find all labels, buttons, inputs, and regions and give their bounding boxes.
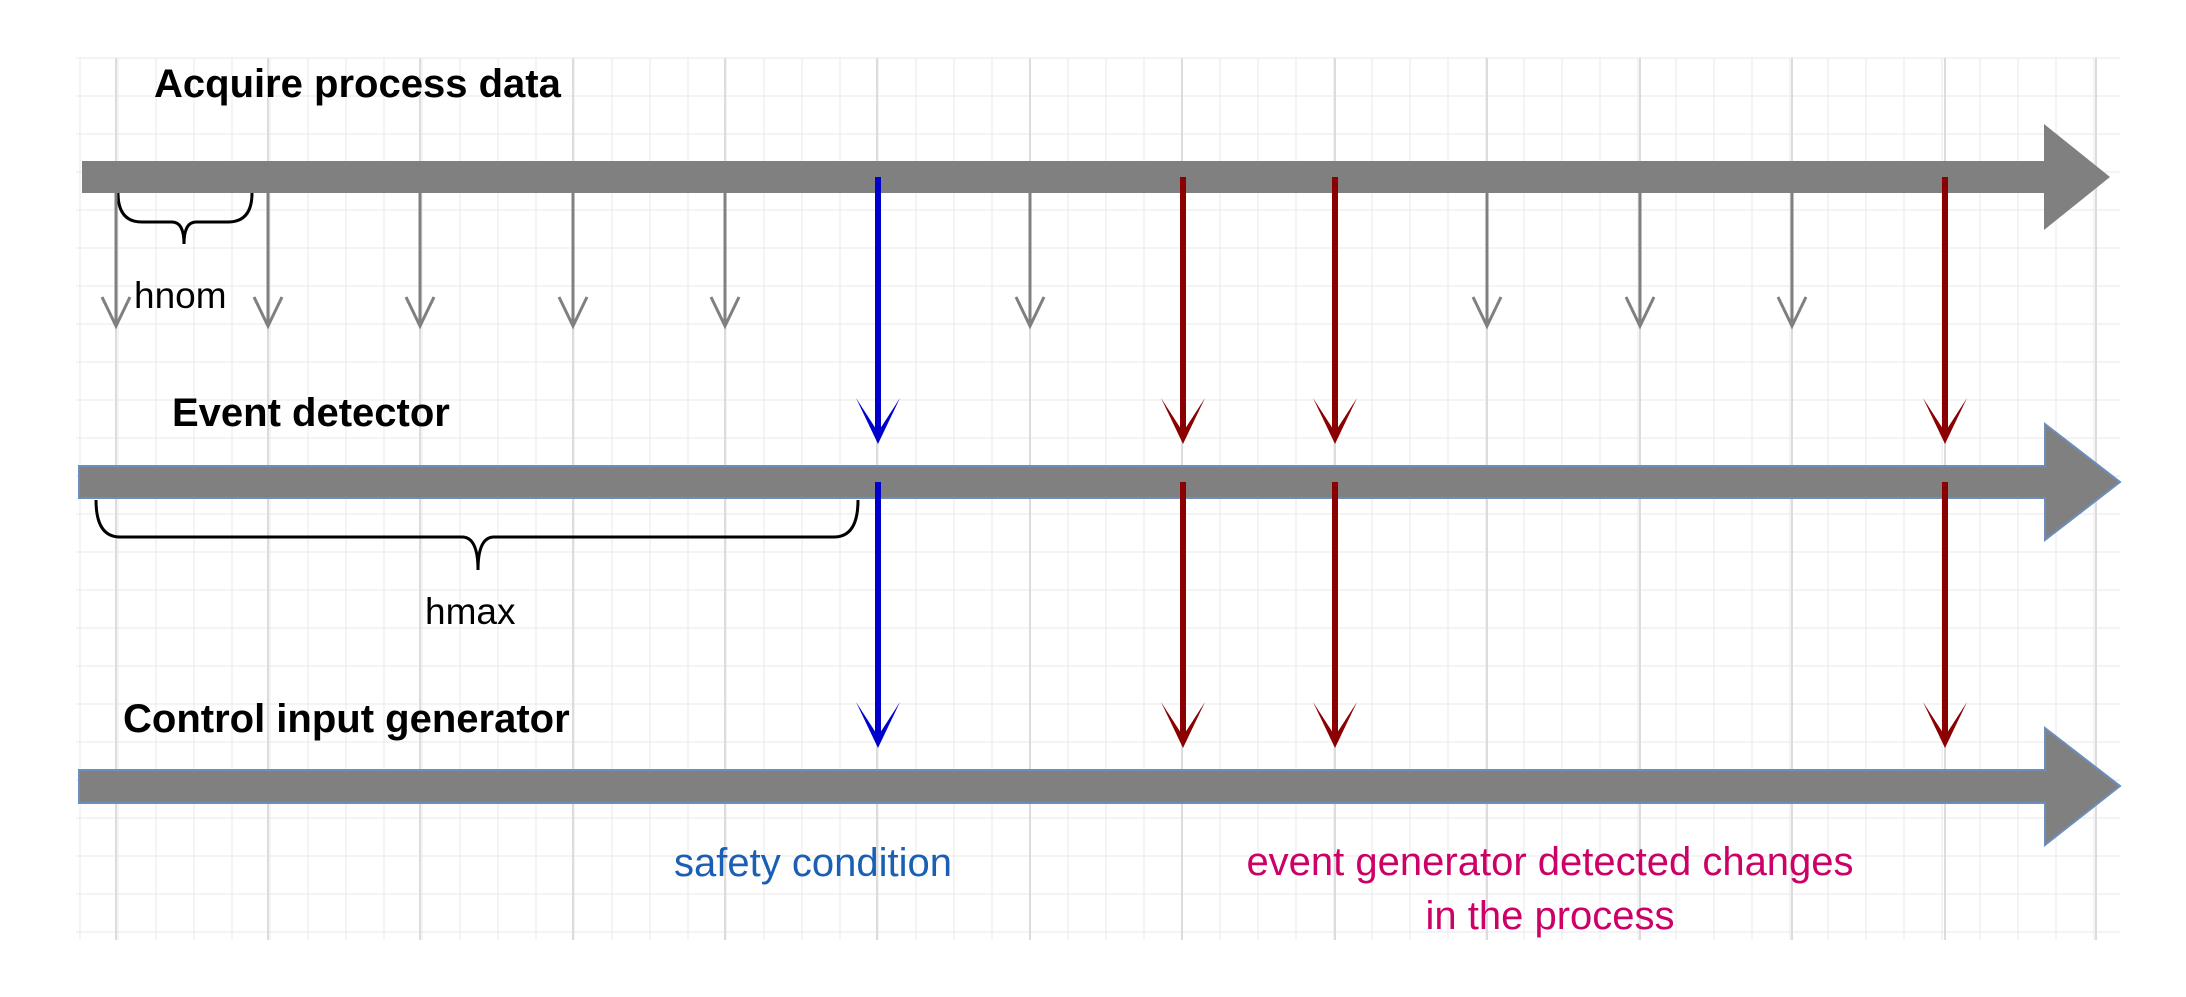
generator-timeline-arrow (78, 725, 2122, 848)
event-arrow-to-generator (1313, 482, 1357, 748)
sample-arrow (1471, 193, 1503, 330)
event-generator-label-line1: event generator detected changes (1246, 840, 1854, 884)
sample-arrow (1014, 193, 1046, 330)
safety-condition-label: safety condition (674, 841, 952, 885)
sample-arrow (252, 193, 284, 330)
hnom-brace (116, 192, 254, 245)
hmax-label: hmax (425, 591, 516, 632)
detector-timeline-arrow (78, 421, 2122, 543)
sample-arrow (557, 193, 589, 330)
hnom-label: hnom (134, 275, 227, 316)
event-generator-label-line2: in the process (1425, 894, 1675, 938)
hmax-brace (94, 499, 860, 571)
acquire-timeline-arrow (82, 124, 2110, 230)
sample-arrow (709, 193, 741, 330)
event-generator-label: event generator detected changes in the … (1190, 835, 1910, 943)
safety-arrow-to-detector (856, 177, 900, 444)
acquire-lane-title: Acquire process data (154, 62, 561, 106)
sample-arrow (1776, 193, 1808, 330)
event-arrow-to-detector (1313, 177, 1357, 444)
event-arrow-to-detector (1923, 177, 1967, 444)
sample-arrow (1624, 193, 1656, 330)
sample-arrow (100, 193, 132, 330)
event-arrow-to-generator (1161, 482, 1205, 748)
event-arrow-to-generator (1923, 482, 1967, 748)
event-arrow-to-detector (1161, 177, 1205, 444)
arrow-layer (100, 177, 1967, 748)
generator-lane-title: Control input generator (123, 697, 570, 741)
safety-arrow-to-generator (856, 482, 900, 748)
sample-arrow (404, 193, 436, 330)
detector-lane-title: Event detector (172, 391, 450, 435)
